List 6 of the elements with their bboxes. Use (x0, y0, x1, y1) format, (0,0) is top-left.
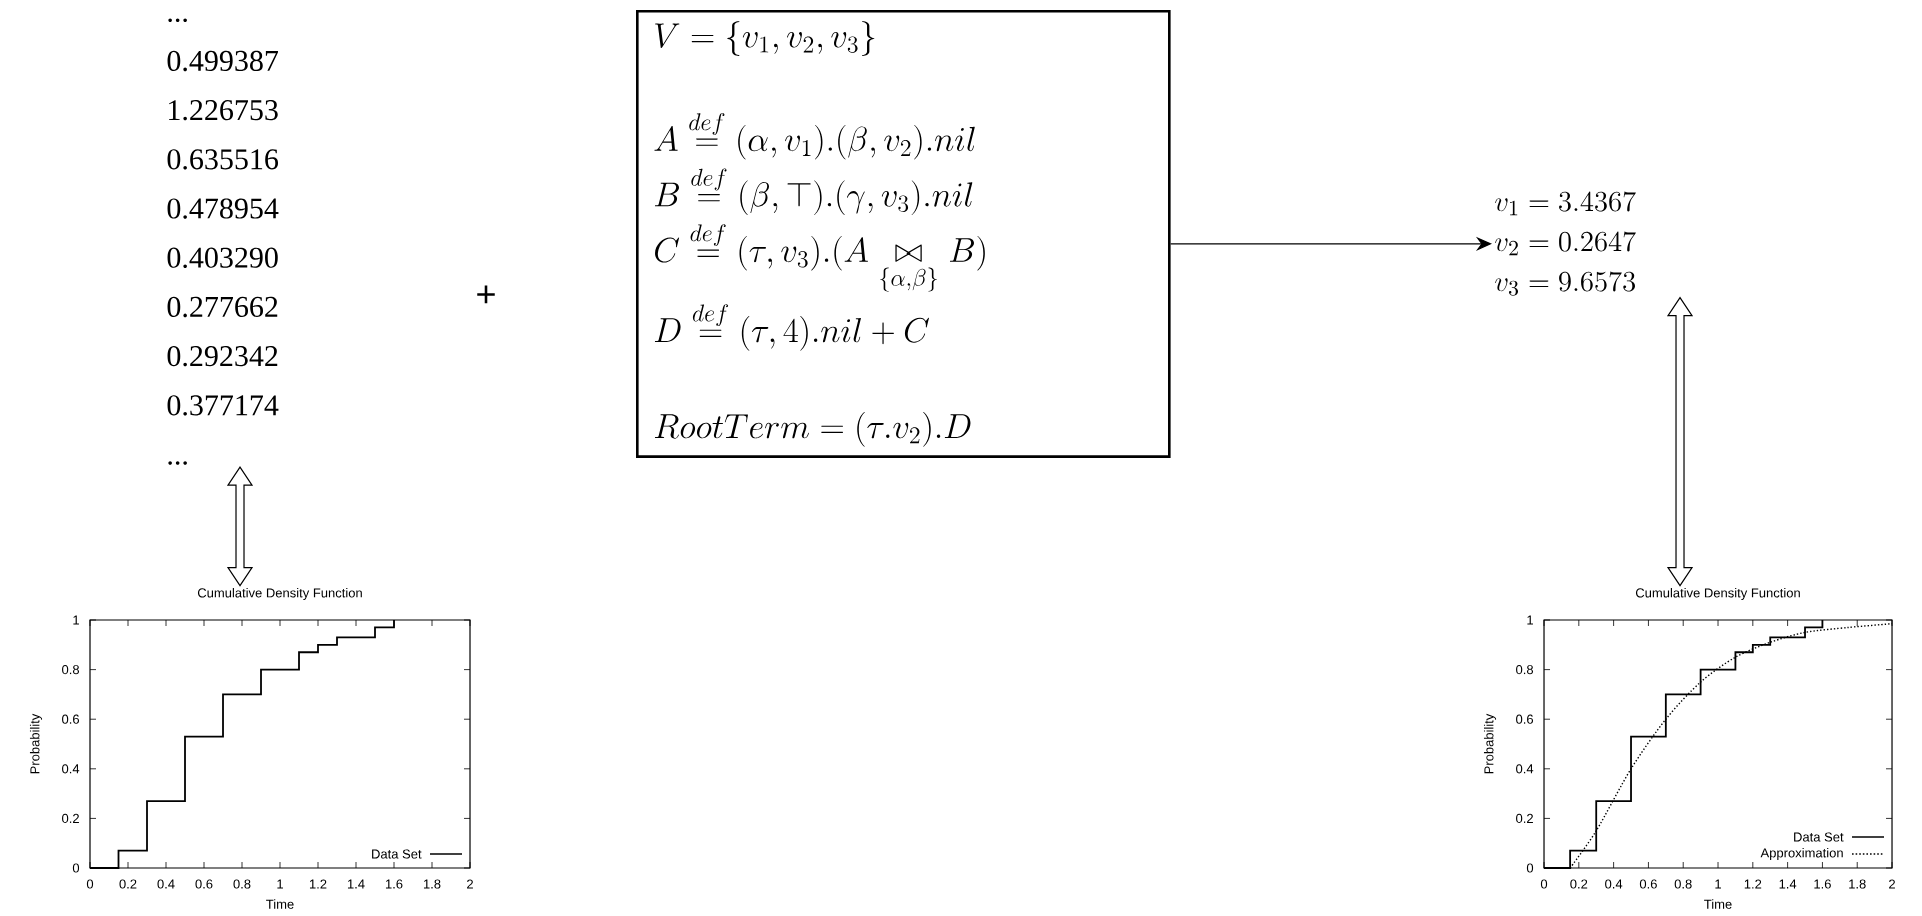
result-values: $v_1 = 3.4367$ $v_2 = 0.2647$ $v_3 = 9.6573$ (1495, 191, 1636, 296)
arrow (1170, 236, 1492, 251)
number-list: ... 0.499387 1.226753 0.635516 0.478954 0.403290 0.277662 0.292342 0.377174 ... (167, 18, 279, 465)
double-arrow (226, 466, 254, 587)
formula-box: $V = \{v_1, v_2, v_3\}$ $A \stackrel{def}{=} (\alpha, v_1).(\beta, v_2).nil$ $B \stackrel{def}{=} (\beta, \top).(\gamma, v_3).nil$ $C \stackrel{def}{=} (\tau, v_3).(A \underset{\{\alpha,\beta\}}{\bowtie} B)$ $D \stackrel{def}{=} (\tau, 4).nil + C$ $RootTerm = (\tau.v_2).D$ (636, 10, 1171, 458)
plus-sign: + (477, 285, 495, 304)
